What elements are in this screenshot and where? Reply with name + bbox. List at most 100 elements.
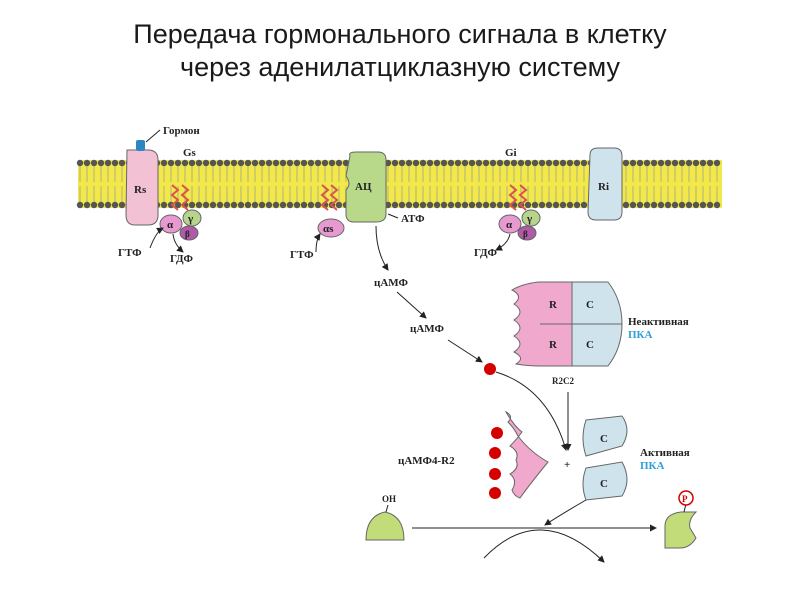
- lipid-head: [335, 201, 343, 209]
- lipid-head: [230, 201, 238, 209]
- lipid-head: [699, 201, 707, 209]
- lipid-head: [258, 159, 266, 167]
- g-alpha-subunit: [159, 214, 183, 234]
- lipid-head: [90, 159, 98, 167]
- lipid-head: [510, 159, 518, 167]
- label-c-bottom: C: [586, 339, 594, 351]
- lipid-head: [433, 201, 441, 209]
- lipid-head: [496, 159, 504, 167]
- label-c-free-2: C: [600, 478, 608, 490]
- lipid-head: [524, 201, 532, 209]
- slide-title: Передача гормонального сигнала в клетку …: [0, 18, 800, 84]
- inactive-pka-complex: R R C C: [510, 281, 623, 367]
- lipid-head: [580, 201, 588, 209]
- lipid-head: [83, 159, 91, 167]
- label-ri: Ri: [598, 181, 609, 193]
- lipid-head: [181, 159, 189, 167]
- lipid-head: [188, 201, 196, 209]
- lipid-head: [671, 159, 679, 167]
- label-c-top: C: [586, 299, 594, 311]
- lipid-head: [657, 201, 665, 209]
- lipid-head: [468, 159, 476, 167]
- lipid-head: [279, 201, 287, 209]
- label-beta: β: [185, 229, 190, 239]
- lipid-head: [671, 201, 679, 209]
- lipid-head: [559, 201, 567, 209]
- lipid-head: [265, 159, 273, 167]
- lipid-head: [433, 159, 441, 167]
- lipid-head: [482, 201, 490, 209]
- label-pka-active: ПКА: [640, 460, 665, 472]
- lipid-head: [503, 201, 511, 209]
- lipid-head: [300, 201, 308, 209]
- label-gdp-right: ГДФ: [474, 247, 497, 259]
- lipid-head: [328, 159, 336, 167]
- camp-r2-complex: [489, 410, 549, 499]
- lipid-head: [265, 201, 273, 209]
- label-oh: OH: [382, 494, 396, 504]
- lipid-head: [405, 201, 413, 209]
- lipid-head: [706, 201, 714, 209]
- lipid-head: [237, 159, 245, 167]
- label-atp: АТФ: [401, 213, 425, 225]
- lipid-head: [692, 201, 700, 209]
- lipid-head: [636, 201, 644, 209]
- camp-molecule: [484, 363, 496, 375]
- lipid-head: [97, 159, 105, 167]
- label-alpha: α: [167, 219, 174, 231]
- lipid-head: [174, 159, 182, 167]
- label-active: Активная: [640, 447, 690, 459]
- lipid-head: [118, 159, 126, 167]
- lipid-head: [636, 159, 644, 167]
- lipid-head: [391, 159, 399, 167]
- lipid-head: [447, 159, 455, 167]
- lipid-head: [279, 159, 287, 167]
- lipid-head: [622, 201, 630, 209]
- lipid-head: [650, 201, 658, 209]
- lipid-head: [307, 201, 315, 209]
- lipid-head: [412, 159, 420, 167]
- lipid-head: [678, 159, 686, 167]
- lipid-head: [209, 159, 217, 167]
- label-camp-2: цАМФ: [410, 323, 445, 335]
- lipid-head: [216, 201, 224, 209]
- lipid-head: [426, 201, 434, 209]
- label-r-top: R: [549, 299, 558, 311]
- lipid-head: [552, 159, 560, 167]
- lipid-head: [335, 159, 343, 167]
- lipid-head: [174, 201, 182, 209]
- lipid-head: [545, 201, 553, 209]
- label-alpha-s: αs: [323, 223, 334, 235]
- label-rs: Rs: [134, 184, 147, 196]
- lipid-head: [195, 159, 203, 167]
- lipid-head: [440, 159, 448, 167]
- lipid-head: [251, 159, 259, 167]
- lipid-head: [272, 201, 280, 209]
- label-alpha-right: α: [506, 219, 513, 231]
- receptor-ri: Ri: [587, 147, 623, 221]
- lipid-head: [706, 159, 714, 167]
- lipid-head: [419, 201, 427, 209]
- lipid-head: [230, 159, 238, 167]
- lipid-head: [475, 201, 483, 209]
- lipid-head: [272, 159, 280, 167]
- adenylate-cyclase: АЦ: [345, 151, 387, 223]
- g-beta-subunit: [179, 225, 199, 241]
- label-beta-right: β: [523, 229, 528, 239]
- lipid-head: [83, 201, 91, 209]
- lipid-head: [111, 159, 119, 167]
- lipid-head: [223, 159, 231, 167]
- lipid-head: [692, 159, 700, 167]
- lipid-head: [713, 159, 721, 167]
- lipid-head: [307, 159, 315, 167]
- lipid-head: [398, 159, 406, 167]
- label-gi: Gi: [505, 147, 517, 159]
- lipid-head: [167, 159, 175, 167]
- label-plus: +: [564, 459, 570, 471]
- lipid-head: [643, 159, 651, 167]
- label-gtp-mid: ГТФ: [290, 249, 314, 261]
- label-hormone: Гормон: [163, 125, 200, 137]
- lipid-head: [426, 159, 434, 167]
- lipid-head: [104, 201, 112, 209]
- lipid-head: [664, 201, 672, 209]
